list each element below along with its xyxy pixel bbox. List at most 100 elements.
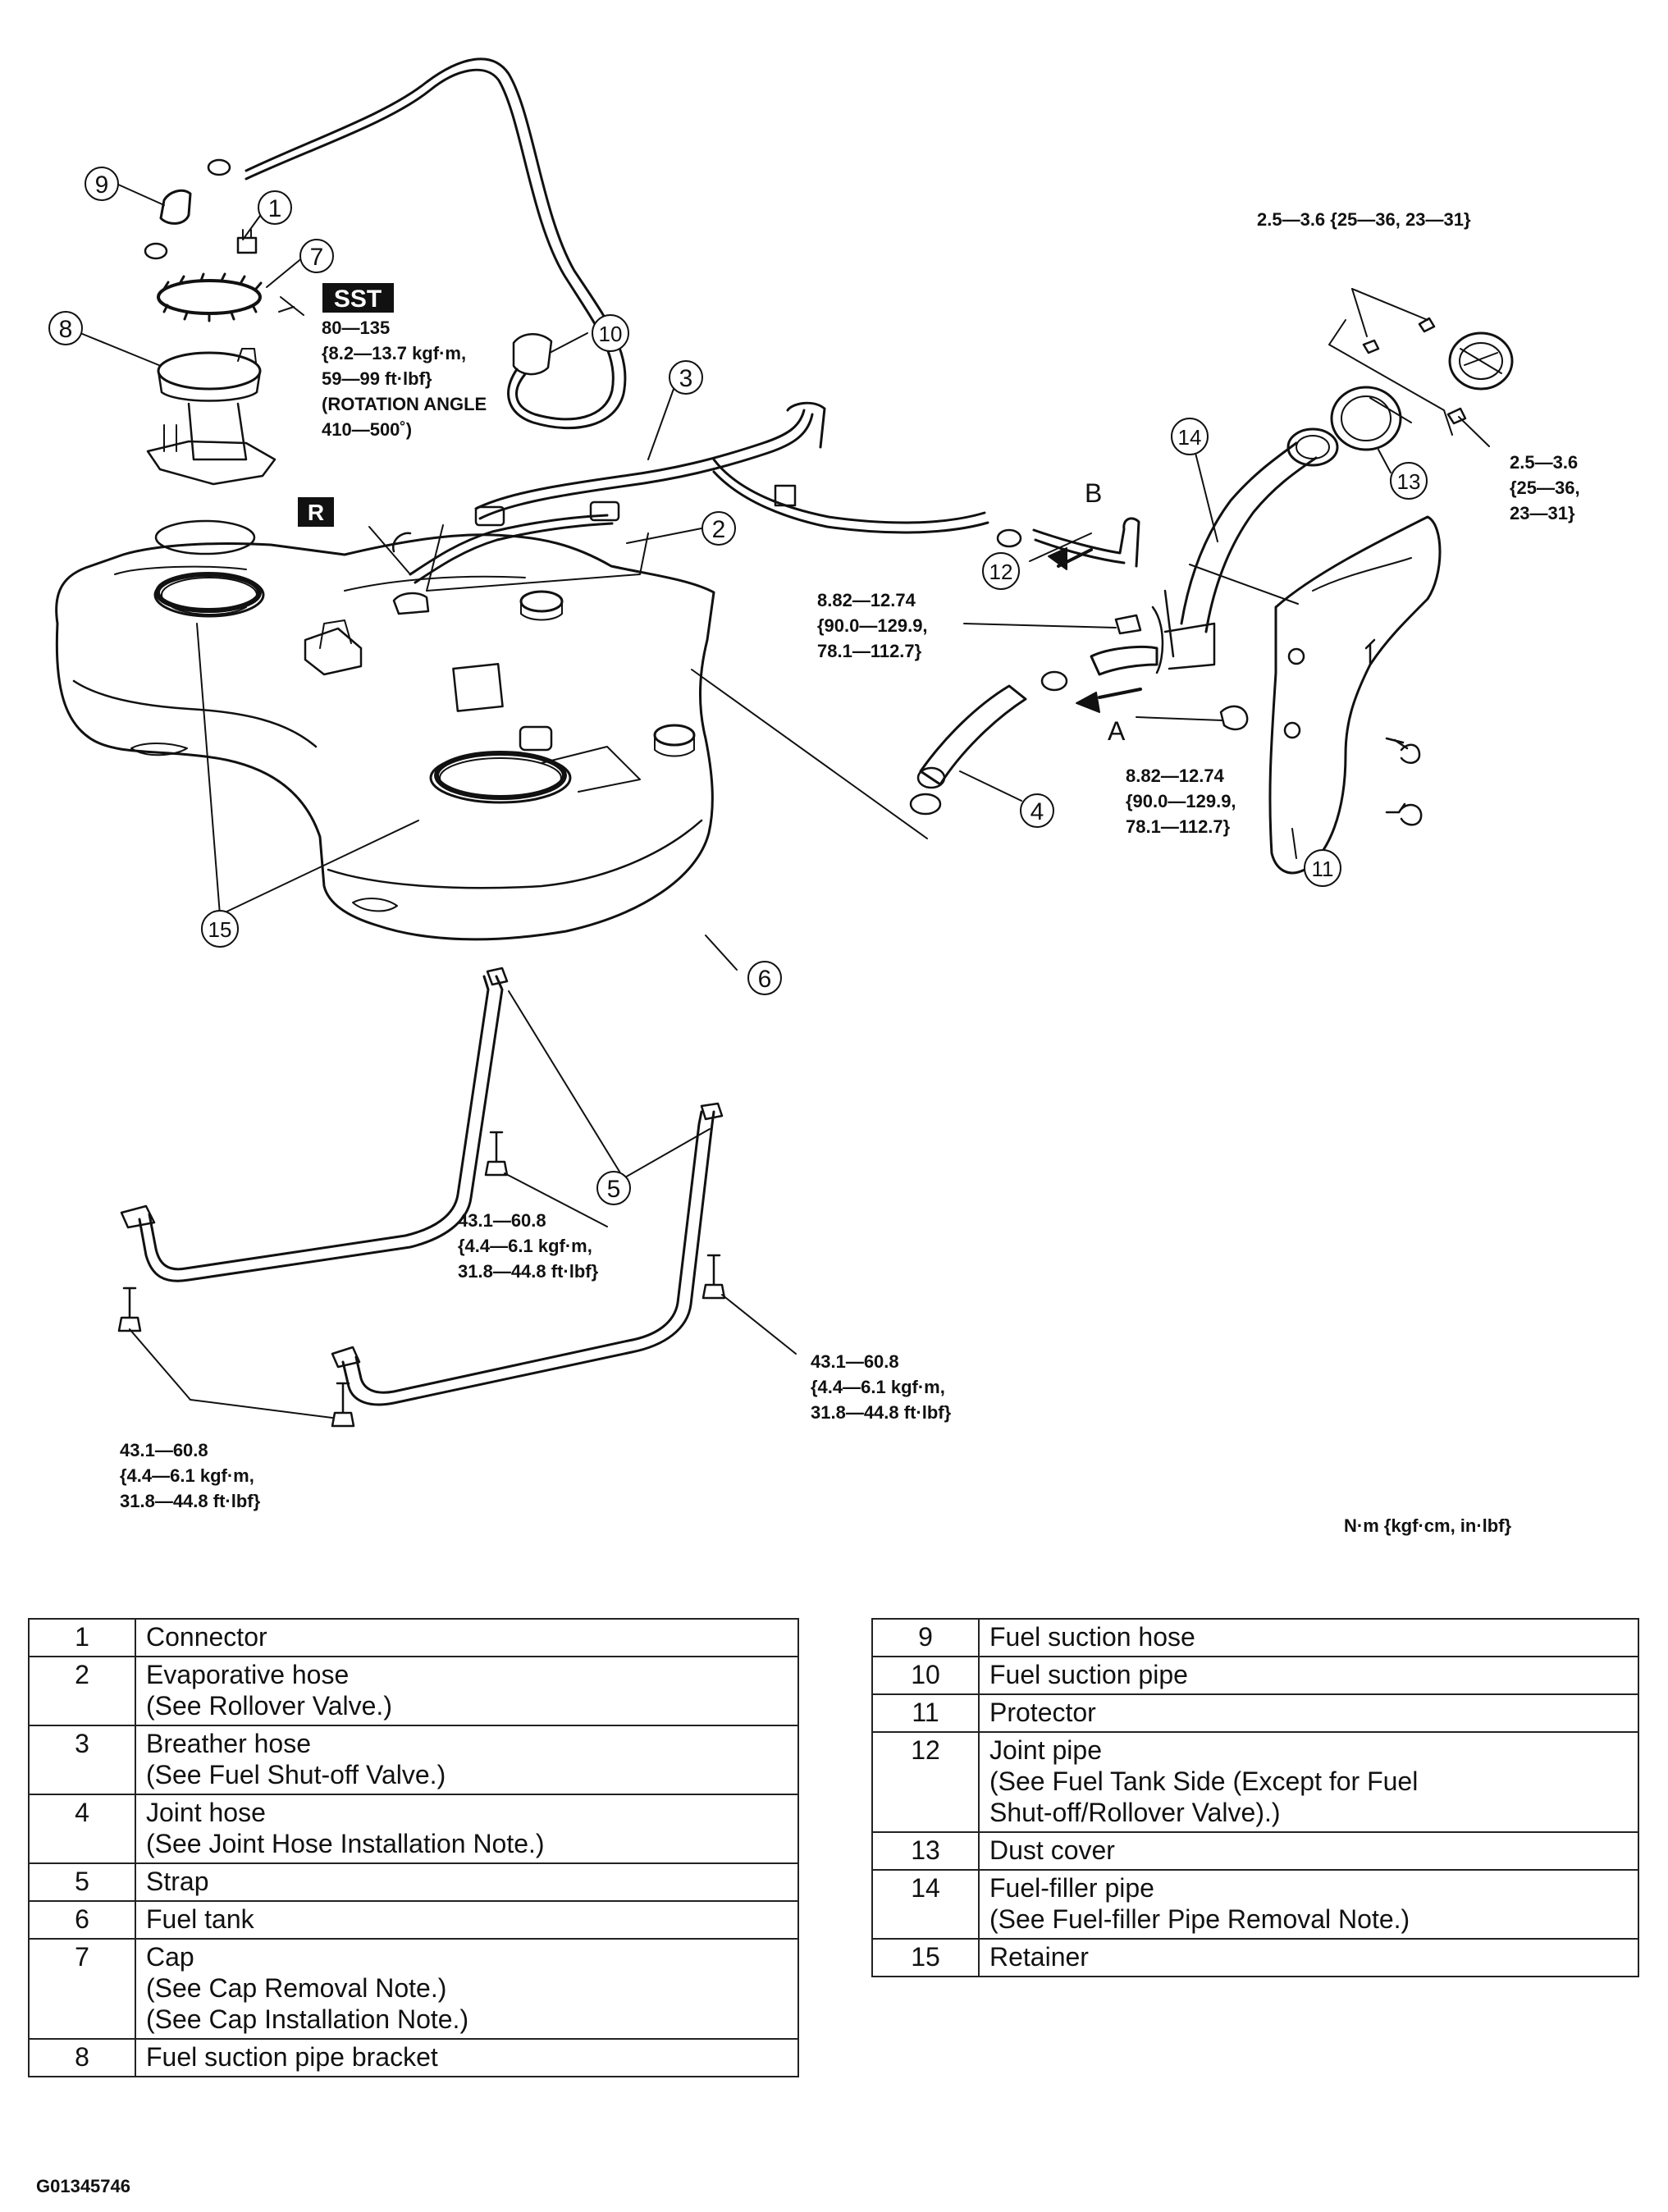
callout-10: 10: [592, 314, 629, 352]
joint-pipe: [996, 517, 1140, 568]
callout-9: 9: [85, 167, 119, 201]
part-number: 4: [28, 1794, 136, 1864]
part-number: 8: [28, 2038, 136, 2077]
cap: [157, 272, 263, 322]
filler-pipe-lower-bolt-torque-spec: 8.82—12.74 {90.0—129.9, 78.1—112.7}: [1126, 766, 1236, 837]
hose-clamp-lower: [144, 242, 168, 260]
part-description: Joint hose (See Joint Hose Installation …: [135, 1794, 799, 1864]
callout-12: 12: [982, 552, 1020, 590]
part-number: 9: [871, 1618, 980, 1657]
svg-text:3: 3: [679, 365, 693, 392]
strap-center-bolt-torque-spec: 43.1—60.8 {4.4—6.1 kgf·m, 31.8—44.8 ft·l…: [458, 1210, 599, 1282]
callout-7: 7: [299, 239, 334, 273]
part-number: 14: [871, 1869, 980, 1940]
svg-text:14: 14: [1178, 425, 1202, 450]
callout-13: 13: [1390, 462, 1428, 500]
filler-bolt-torque-spec: 2.5—3.6 {25—36, 23—31}: [1510, 452, 1580, 523]
part-number: 12: [871, 1731, 980, 1833]
callout-8: 8: [48, 311, 83, 345]
dust-cover-bolts: [1362, 317, 1467, 425]
joint-hose: [909, 670, 1068, 816]
part-description: Fuel suction pipe: [978, 1656, 1639, 1695]
callout-4: 4: [1020, 793, 1054, 828]
part-description: Connector: [135, 1618, 799, 1657]
part-description: Retainer: [978, 1938, 1639, 1977]
part-description: Strap: [135, 1862, 799, 1902]
sst-tag: SST: [322, 283, 394, 313]
svg-text:SST: SST: [334, 286, 382, 313]
retainer-lower: [434, 751, 567, 800]
svg-text:6: 6: [758, 966, 772, 993]
part-number: 11: [871, 1693, 980, 1733]
filler-pipe-outlet: [1090, 646, 1158, 676]
svg-text:4: 4: [1031, 798, 1044, 825]
part-description: Fuel tank: [135, 1900, 799, 1940]
callout-11: 11: [1304, 849, 1341, 887]
callout-15: 15: [201, 910, 239, 948]
hose-clamp-upper: [207, 158, 231, 176]
part-number: 3: [28, 1725, 136, 1795]
svg-text:10: 10: [599, 322, 623, 346]
part-description: Dust cover: [978, 1831, 1639, 1871]
replace-tag: R: [298, 497, 334, 527]
part-number: 15: [871, 1938, 980, 1977]
part-description: Cap (See Cap Removal Note.) (See Cap Ins…: [135, 1938, 799, 2040]
fuel-suction-pipe: [244, 57, 627, 430]
evaporative-hose: [391, 500, 620, 584]
svg-text:2: 2: [712, 516, 726, 543]
connector: [236, 229, 258, 254]
part-description: Fuel suction hose: [978, 1618, 1639, 1657]
strap-right-bolt-torque-spec: 43.1—60.8 {4.4—6.1 kgf·m, 31.8—44.8 ft·l…: [811, 1351, 952, 1423]
part-description: Protector: [978, 1693, 1639, 1733]
fuel-filler-pipe: [1151, 427, 1339, 674]
fuel-suction-pipe-bracket: [146, 348, 276, 486]
svg-text:12: 12: [989, 560, 1013, 584]
part-number: 13: [871, 1831, 980, 1871]
fuel-suction-hose: [159, 189, 192, 225]
svg-text:5: 5: [607, 1176, 621, 1203]
svg-text:13: 13: [1397, 469, 1421, 494]
svg-text:7: 7: [310, 244, 324, 271]
callout-3: 3: [669, 360, 703, 395]
strap-left-bolt-torque-spec: 43.1—60.8 {4.4—6.1 kgf·m, 31.8—44.8 ft·l…: [120, 1440, 261, 1511]
svg-text:8: 8: [59, 316, 73, 343]
part-number: 1: [28, 1618, 136, 1657]
part-description: Breather hose (See Fuel Shut-off Valve.): [135, 1725, 799, 1795]
dust-cover-bolt-torque-spec: 2.5—3.6 {25—36, 23—31}: [1257, 209, 1471, 230]
part-description: Fuel suction pipe bracket: [135, 2038, 799, 2077]
dust-cover: [1330, 386, 1402, 451]
arrow-a-label: A: [1108, 716, 1126, 746]
callout-2: 2: [701, 511, 736, 546]
callout-14: 14: [1171, 418, 1209, 455]
part-description: Joint pipe (See Fuel Tank Side (Except f…: [978, 1731, 1639, 1833]
svg-text:R: R: [308, 500, 324, 525]
callout-6: 6: [747, 961, 782, 995]
breather-hose: [474, 401, 989, 534]
fuel-tank-exploded-diagram: B A SST R 1 2 3 4 5 6 7 8 9: [48, 57, 1514, 1428]
part-number: 10: [871, 1656, 980, 1695]
arrow-b-icon: [1048, 547, 1093, 570]
units-note: N·m {kgf·cm, in·lbf}: [1344, 1515, 1512, 1536]
cap-torque-spec: 80—135 {8.2—13.7 kgf·m, 59—99 ft·lbf} (R…: [322, 318, 487, 440]
fuel-tank: [55, 533, 715, 941]
leader-lines: [80, 183, 1490, 1419]
part-number: 7: [28, 1938, 136, 2040]
arrow-b-label: B: [1085, 478, 1102, 508]
strap-rear: [331, 1102, 724, 1406]
arrow-a-icon: [1076, 688, 1142, 713]
svg-text:11: 11: [1312, 857, 1334, 881]
callout-1: 1: [258, 190, 292, 225]
